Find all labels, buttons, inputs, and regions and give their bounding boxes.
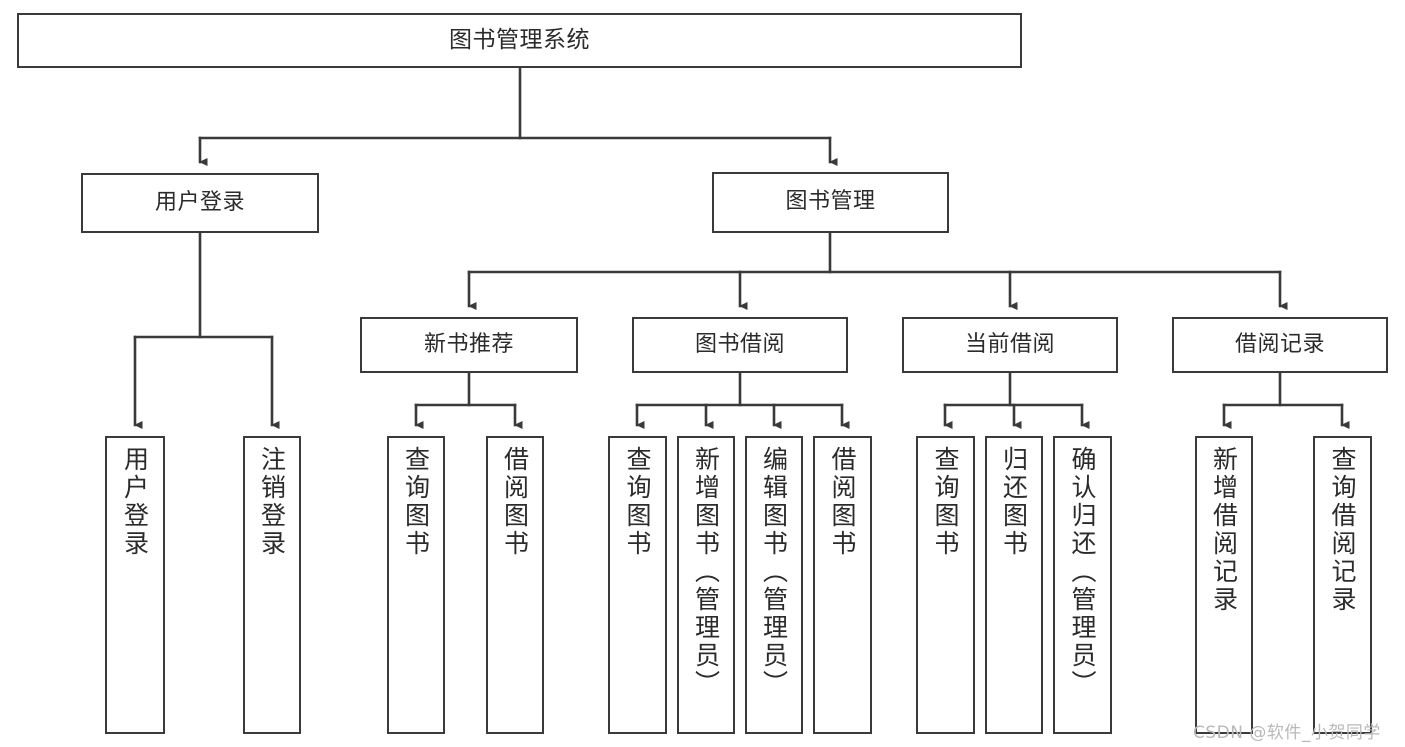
node-label: 用户登录 xyxy=(154,189,245,215)
node-label: 当前借阅 xyxy=(964,331,1055,357)
leaf-borrow-book-recommend[interactable]: 借阅图书 xyxy=(486,436,544,734)
node-label: 新书推荐 xyxy=(423,331,514,357)
leaf-borrow-book[interactable]: 借阅图书 xyxy=(813,436,872,734)
node-label: 借阅图书 xyxy=(500,446,530,558)
node-label: 新增借阅记录 xyxy=(1209,446,1239,614)
node-label: 注销登录 xyxy=(257,446,287,558)
node-user-login[interactable]: 用户登录 xyxy=(81,173,319,233)
leaf-edit-book-admin[interactable]: 编辑图书（管理员） xyxy=(745,436,803,734)
node-label: 确认归还（管理员） xyxy=(1068,446,1097,698)
leaf-add-book-admin[interactable]: 新增图书（管理员） xyxy=(677,436,735,734)
leaf-user-login[interactable]: 用户登录 xyxy=(105,436,165,734)
node-label: 查询图书 xyxy=(931,446,960,558)
leaf-confirm-return-admin[interactable]: 确认归还（管理员） xyxy=(1053,436,1112,734)
node-label: 新增图书（管理员） xyxy=(691,446,721,698)
node-label: 借阅记录 xyxy=(1234,331,1325,357)
node-label: 图书借阅 xyxy=(694,331,785,357)
leaf-query-borrow-record[interactable]: 查询借阅记录 xyxy=(1313,436,1372,734)
leaf-return-book[interactable]: 归还图书 xyxy=(985,436,1043,734)
node-root-system[interactable]: 图书管理系统 xyxy=(17,13,1022,68)
node-label: 图书管理系统 xyxy=(449,26,590,53)
node-label: 查询图书 xyxy=(623,446,652,558)
node-book-borrow[interactable]: 图书借阅 xyxy=(632,317,848,373)
leaf-query-book-current[interactable]: 查询图书 xyxy=(916,436,975,734)
node-label: 用户登录 xyxy=(120,446,150,558)
node-new-book-recommend[interactable]: 新书推荐 xyxy=(360,317,578,373)
node-label: 查询借阅记录 xyxy=(1328,446,1357,614)
leaf-add-borrow-record[interactable]: 新增借阅记录 xyxy=(1195,436,1253,734)
node-label: 归还图书 xyxy=(999,446,1029,558)
node-label: 借阅图书 xyxy=(828,446,857,558)
node-current-borrow[interactable]: 当前借阅 xyxy=(902,317,1118,373)
leaf-logout-login[interactable]: 注销登录 xyxy=(243,436,301,734)
node-label: 图书管理 xyxy=(785,189,876,215)
node-label: 编辑图书（管理员） xyxy=(759,446,789,698)
leaf-query-book-borrow[interactable]: 查询图书 xyxy=(608,436,667,734)
node-borrow-record[interactable]: 借阅记录 xyxy=(1172,317,1388,373)
node-label: 查询图书 xyxy=(401,446,431,558)
node-book-management[interactable]: 图书管理 xyxy=(712,172,949,233)
leaf-query-book-recommend[interactable]: 查询图书 xyxy=(387,436,445,734)
csdn-watermark: CSDN @软件_小贺同学 xyxy=(1193,723,1381,743)
